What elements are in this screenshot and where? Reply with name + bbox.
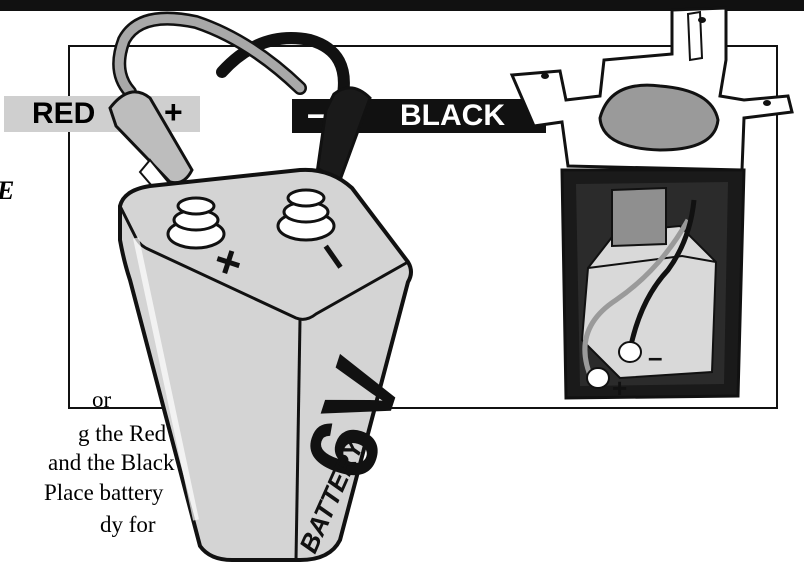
text-fragment-e: E: [0, 176, 14, 206]
text-fragment-line3: and the Black: [48, 450, 175, 475]
text-fragment-line4: Place battery: [44, 480, 164, 505]
red-positive-label: RED +: [4, 94, 200, 132]
top-rule: [0, 0, 804, 11]
illustration-frame: [68, 45, 778, 409]
inset-minus-mark: –: [648, 342, 662, 372]
black-label-text: BLACK: [400, 99, 505, 132]
plus-sign: +: [164, 94, 183, 130]
text-fragment-line5: dy for: [100, 512, 156, 537]
text-fragment-line1: or: [92, 387, 112, 412]
inset-plus-mark: +: [612, 373, 627, 403]
lantern-housing-illustration: [509, 6, 794, 400]
text-fragment-line2: g the Red: [78, 421, 167, 446]
battery-illustration: [118, 167, 413, 562]
minus-sign: –: [307, 93, 328, 134]
red-label-text: RED: [32, 97, 96, 130]
